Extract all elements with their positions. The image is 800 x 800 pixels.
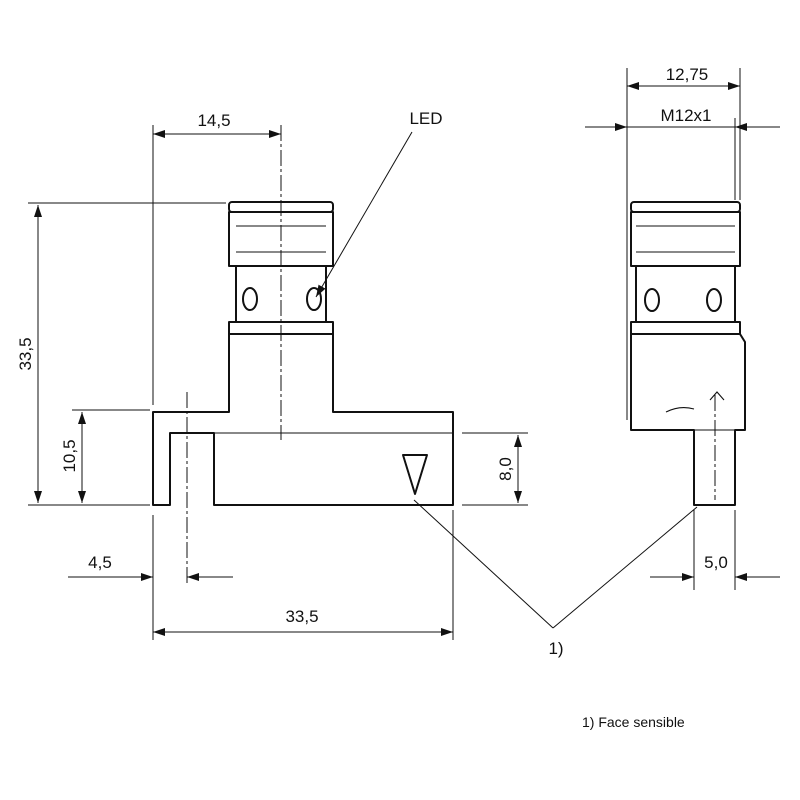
dim-connector-offset: 14,5 — [197, 111, 230, 130]
dim-total-height: 33,5 — [16, 337, 35, 370]
dim-total-width: 33,5 — [285, 607, 318, 626]
side-hole-left-icon — [644, 288, 660, 312]
footnote: 1) Face sensible — [582, 714, 685, 730]
front-dimension-lines — [34, 130, 522, 636]
led-leader — [315, 131, 413, 298]
dim-slot-width: 4,5 — [88, 553, 112, 572]
dim-tip-width: 5,0 — [704, 553, 728, 572]
front-hole-icon — [242, 287, 258, 311]
dim-face-height: 8,0 — [496, 457, 515, 481]
side-connector — [630, 201, 741, 335]
callout-leaders — [413, 499, 698, 629]
dim-side-width: 12,75 — [666, 65, 709, 84]
side-hole-right-icon — [706, 288, 722, 312]
dim-thread: M12x1 — [660, 106, 711, 125]
front-extension-lines — [28, 125, 528, 640]
dim-lower-height: 10,5 — [60, 439, 79, 472]
side-view — [630, 201, 746, 506]
front-body — [152, 333, 454, 506]
front-view — [152, 125, 454, 585]
face-arrow-icon — [402, 454, 428, 495]
side-dimension-lines — [585, 82, 780, 581]
callout-label: 1) — [548, 639, 563, 658]
side-body — [630, 333, 746, 506]
led-label: LED — [409, 109, 442, 128]
